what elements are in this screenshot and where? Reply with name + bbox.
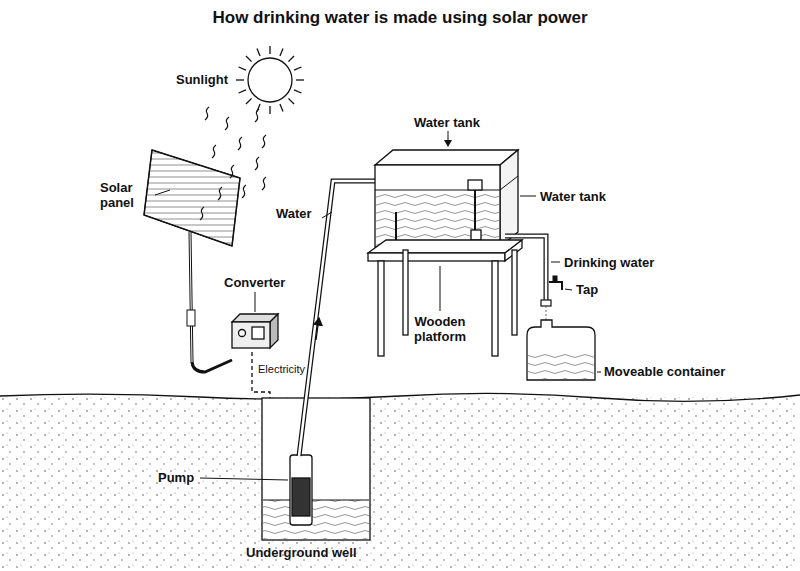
- converter-label: Converter: [224, 275, 285, 290]
- tap-label: Tap: [576, 282, 598, 297]
- sun-label: Sunlight: [176, 72, 228, 87]
- tank-label: Water tank: [540, 189, 606, 204]
- platform-label: Wooden platform: [390, 314, 490, 344]
- wire-label: Electricity: [258, 362, 305, 377]
- ground: [0, 393, 800, 571]
- title: How drinking water is made using solar p…: [0, 8, 800, 28]
- pump-label: Pump: [158, 470, 194, 485]
- pipe-label: Water: [276, 206, 312, 221]
- tank-label: Water tank: [414, 115, 480, 130]
- solar-panel: [144, 150, 240, 372]
- container-label: Moveable container: [604, 364, 725, 379]
- sun: [236, 46, 304, 114]
- well-label: Underground well: [246, 545, 357, 560]
- moveable-container: [527, 320, 595, 380]
- panel-label: Solar panel: [100, 180, 150, 210]
- pipe-label: Drinking water: [564, 255, 654, 270]
- pump: [290, 455, 312, 525]
- wooden-platform: [368, 240, 522, 356]
- water-tank: [375, 150, 518, 247]
- drinking-pipe: [505, 236, 562, 335]
- leader-lines: [155, 131, 601, 480]
